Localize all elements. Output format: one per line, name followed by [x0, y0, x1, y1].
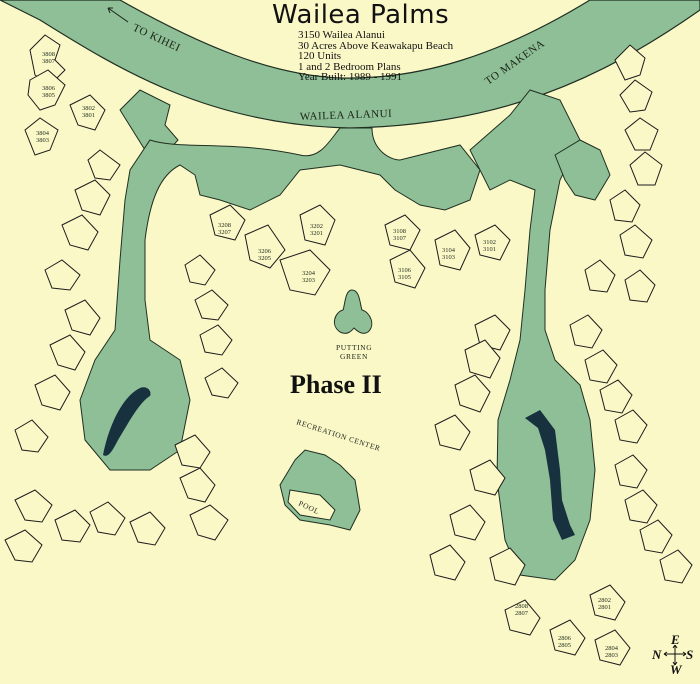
- info-units: 120 Units: [298, 50, 342, 62]
- svg-text:2801: 2801: [598, 604, 611, 611]
- svg-text:3202: 3202: [310, 223, 323, 230]
- svg-text:3103: 3103: [442, 254, 455, 261]
- pool: [287, 489, 336, 521]
- info-plans: 1 and 2 Bedroom Plans: [298, 60, 401, 73]
- green-common-areas: [79, 89, 611, 581]
- svg-text:3107: 3107: [393, 235, 407, 242]
- svg-text:3106: 3106: [398, 267, 412, 274]
- svg-text:3806: 3806: [42, 85, 56, 92]
- building-outlines: [4, 34, 693, 666]
- pond-left: [103, 387, 151, 456]
- label-putting-green-1: PUTTING: [336, 343, 372, 352]
- map-title: Wailea Palms: [272, 0, 450, 30]
- svg-text:3102: 3102: [483, 239, 496, 246]
- compass-arrows-icon: [663, 645, 687, 665]
- svg-text:3204: 3204: [302, 270, 316, 277]
- label-recreation-center: RECREATION CENTER: [295, 417, 381, 453]
- svg-text:3804: 3804: [36, 130, 50, 137]
- svg-text:3104: 3104: [442, 247, 456, 254]
- label-putting-green-2: GREEN: [340, 352, 368, 361]
- pond-right: [525, 410, 575, 540]
- compass-west: W: [670, 662, 682, 677]
- svg-text:2805: 2805: [558, 642, 571, 649]
- svg-text:2802: 2802: [598, 597, 611, 604]
- svg-text:3201: 3201: [310, 230, 323, 237]
- property-info: 3150 Wailea Alanui 30 Acres Above Keawak…: [298, 30, 453, 83]
- svg-text:2808: 2808: [515, 603, 528, 610]
- svg-text:3207: 3207: [218, 229, 232, 236]
- svg-text:3205: 3205: [258, 255, 271, 262]
- svg-text:3108: 3108: [393, 228, 406, 235]
- svg-text:3805: 3805: [42, 92, 55, 99]
- svg-text:2803: 2803: [605, 652, 618, 659]
- svg-text:2804: 2804: [605, 645, 619, 652]
- svg-text:3801: 3801: [82, 112, 95, 119]
- info-year-built: Year Built: 1989 - 1991: [298, 71, 402, 83]
- compass-east: E: [671, 632, 680, 647]
- svg-text:2807: 2807: [515, 610, 529, 617]
- svg-text:3206: 3206: [258, 248, 272, 255]
- svg-text:3807: 3807: [42, 58, 56, 65]
- svg-text:3802: 3802: [82, 105, 95, 112]
- putting-green: [333, 289, 373, 334]
- svg-text:3803: 3803: [36, 137, 49, 144]
- compass-north: N: [652, 647, 662, 662]
- svg-text:3203: 3203: [302, 277, 315, 284]
- svg-text:3208: 3208: [218, 222, 231, 229]
- label-wailea-alanui: WAILEA ALANUI: [300, 108, 393, 123]
- svg-text:3101: 3101: [483, 246, 496, 253]
- svg-text:3105: 3105: [398, 274, 411, 281]
- svg-text:3808: 3808: [42, 51, 55, 58]
- compass-south: S: [686, 647, 694, 662]
- info-address: 3150 Wailea Alanui: [298, 29, 385, 41]
- compass-rose-icon: E N S W: [652, 632, 698, 680]
- svg-text:2806: 2806: [558, 635, 572, 642]
- arrow-to-kihei-icon: [107, 7, 129, 23]
- phase-label: Phase II: [290, 370, 382, 399]
- info-acreage: 30 Acres Above Keawakapu Beach: [298, 39, 454, 52]
